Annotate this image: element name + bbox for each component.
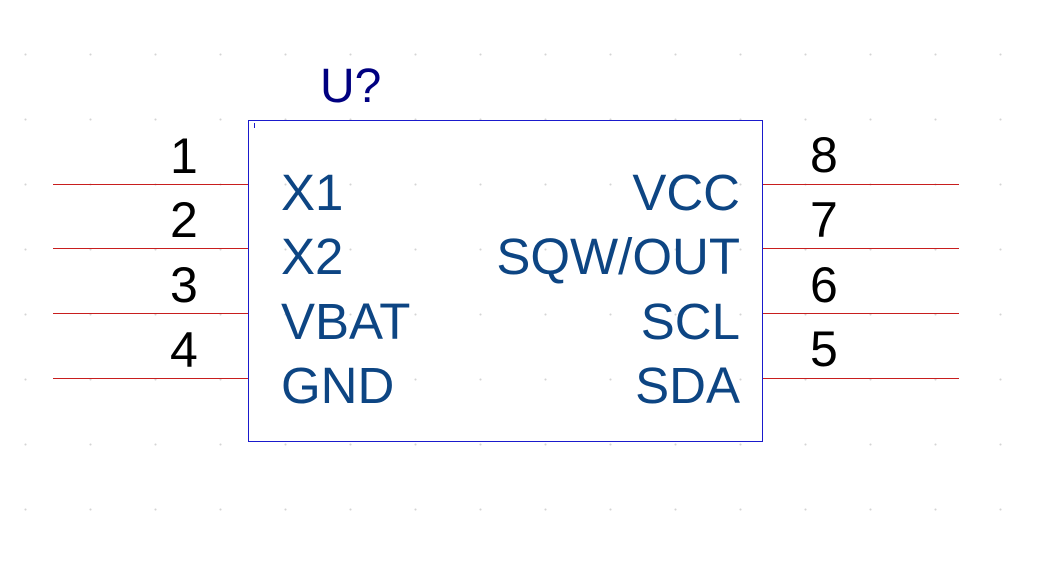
pin-7-name: SQW/OUT: [496, 228, 740, 285]
component-reference[interactable]: U?: [320, 60, 382, 113]
pin-8-name: VCC: [632, 164, 740, 221]
pin-4-name: GND: [281, 357, 395, 414]
pin-5-line[interactable]: [763, 378, 959, 379]
pin-2-name: X2: [281, 228, 344, 285]
pin-2-number: 2: [170, 192, 198, 248]
pin-6-number: 6: [810, 257, 838, 313]
body-origin-mark: [254, 123, 255, 128]
pin-1-name: X1: [281, 164, 344, 221]
pin-8-line[interactable]: [763, 184, 959, 185]
pin-3-number: 3: [170, 257, 198, 313]
pin-1-number: 1: [170, 128, 198, 184]
component-body[interactable]: [248, 120, 763, 442]
pin-5-name: SDA: [635, 357, 740, 414]
pin-4-line[interactable]: [53, 378, 248, 379]
pin-7-number: 7: [810, 192, 838, 248]
pin-8-number: 8: [810, 127, 838, 183]
pin-2-line[interactable]: [53, 248, 248, 249]
pin-7-line[interactable]: [763, 248, 959, 249]
pin-3-line[interactable]: [53, 313, 248, 314]
pin-6-name: SCL: [640, 293, 740, 350]
pin-1-line[interactable]: [53, 184, 248, 185]
pin-3-name: VBAT: [281, 293, 411, 350]
pin-4-number: 4: [170, 322, 198, 378]
pin-5-number: 5: [810, 321, 838, 377]
pin-6-line[interactable]: [763, 313, 959, 314]
